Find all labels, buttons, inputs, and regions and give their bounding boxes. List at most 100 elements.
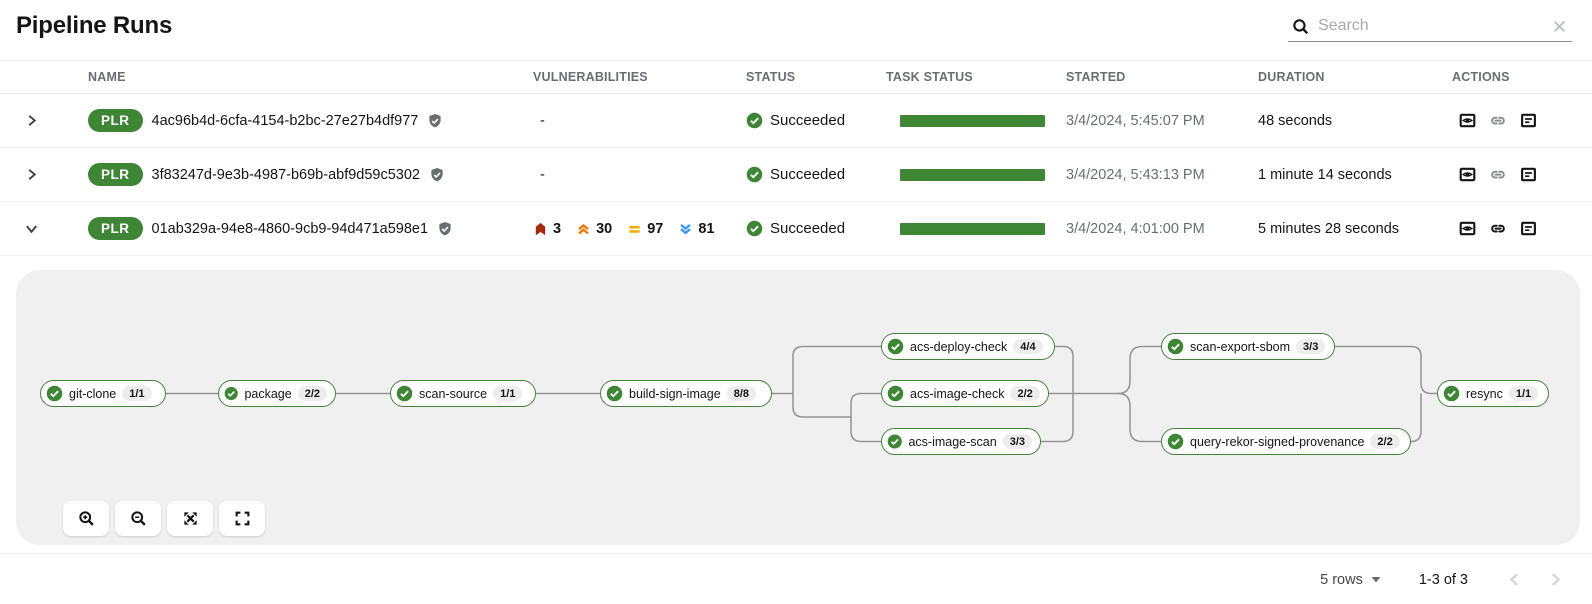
task-success-icon xyxy=(46,385,63,402)
low-count: 81 xyxy=(698,220,715,237)
task-node-package[interactable]: package 2/2 xyxy=(218,380,336,407)
view-output-button[interactable] xyxy=(1459,112,1476,129)
page-header: Pipeline Runs xyxy=(0,0,1592,60)
task-node-resync[interactable]: resync 1/1 xyxy=(1437,380,1549,407)
search-input[interactable] xyxy=(1318,17,1542,35)
medium-count: 97 xyxy=(647,220,664,237)
task-node-acs-deploy-check[interactable]: acs-deploy-check 4/4 xyxy=(881,333,1055,360)
success-icon xyxy=(746,166,763,183)
task-node-git-clone[interactable]: git-clone 1/1 xyxy=(40,380,166,407)
task-node-acs-image-check[interactable]: acs-image-check 2/2 xyxy=(881,380,1049,407)
task-count-badge: 3/3 xyxy=(1002,434,1032,449)
table-row: PLR 4ac96b4d-6cfa-4154-b2bc-27e27b4df977… xyxy=(0,94,1592,148)
task-node-acs-image-scan[interactable]: acs-image-scan 3/3 xyxy=(881,428,1041,455)
pipeline-run-name[interactable]: 01ab329a-94e8-4860-9cb9-94d471a598e1 xyxy=(151,220,429,237)
column-header-status: STATUS xyxy=(746,70,796,84)
plr-badge: PLR xyxy=(88,109,143,132)
critical-count: 3 xyxy=(553,220,562,237)
started-timestamp: 3/4/2024, 5:43:13 PM xyxy=(1066,166,1205,183)
expand-arrows-icon xyxy=(182,511,198,526)
status-label: Succeeded xyxy=(770,220,846,237)
task-count-badge: 1/1 xyxy=(1508,386,1539,401)
search-clear-button[interactable] xyxy=(1551,18,1568,35)
task-success-icon xyxy=(606,385,623,402)
chevron-right-icon xyxy=(1551,573,1560,586)
started-timestamp: 3/4/2024, 5:45:07 PM xyxy=(1066,112,1205,129)
sbom-link-button[interactable] xyxy=(1489,166,1507,183)
task-node-query-rekor-signed-provenance[interactable]: query-rekor-signed-provenance 2/2 xyxy=(1161,428,1411,455)
task-count-badge: 8/8 xyxy=(726,386,757,401)
output-eye-icon xyxy=(1459,113,1476,128)
task-name: acs-image-check xyxy=(910,386,1005,401)
task-count-badge: 2/2 xyxy=(1370,434,1400,449)
high-count: 30 xyxy=(596,220,613,237)
task-count-badge: 3/3 xyxy=(1296,339,1326,354)
chevron-right-icon xyxy=(28,168,36,181)
collapse-toggle-button[interactable] xyxy=(24,221,39,236)
caret-down-icon xyxy=(1371,576,1381,582)
task-status-bar xyxy=(900,168,1045,181)
task-count-badge: 2/2 xyxy=(1010,386,1040,401)
duration-value: 5 minutes 28 seconds xyxy=(1258,220,1400,237)
vulnerabilities-empty: - xyxy=(540,166,545,183)
pagination-bar: 5 rows 1-3 of 3 xyxy=(0,554,1592,604)
task-success-icon xyxy=(1167,338,1184,355)
pagination-range: 1-3 of 3 xyxy=(1418,571,1468,588)
task-node-build-sign-image[interactable]: build-sign-image 8/8 xyxy=(600,380,772,407)
fullscreen-button[interactable] xyxy=(219,501,265,536)
pipeline-edges xyxy=(166,345,1437,443)
pipeline-run-name[interactable]: 3f83247d-9e3b-4987-b69b-abf9d59c5302 xyxy=(151,166,420,183)
rows-per-page-label: 5 rows xyxy=(1320,571,1363,588)
vulnerabilities-summary: 3 30 97 81 xyxy=(533,221,746,237)
success-icon xyxy=(746,112,763,129)
high-severity-icon xyxy=(577,223,590,235)
expand-toggle-button[interactable] xyxy=(24,167,39,182)
view-logs-button[interactable] xyxy=(1520,220,1537,237)
task-count-badge: 1/1 xyxy=(122,386,152,401)
sbom-link-button[interactable] xyxy=(1489,112,1507,129)
view-output-button[interactable] xyxy=(1459,220,1476,237)
task-count-badge: 2/2 xyxy=(297,386,327,401)
pipeline-topology-panel: git-clone 1/1 package 2/2 scan-source 1/… xyxy=(16,270,1580,545)
plr-badge: PLR xyxy=(88,217,143,240)
task-name: package xyxy=(244,386,292,401)
task-name: acs-deploy-check xyxy=(910,339,1008,354)
started-timestamp: 3/4/2024, 4:01:00 PM xyxy=(1066,220,1205,237)
column-header-actions: ACTIONS xyxy=(1452,70,1510,84)
view-logs-button[interactable] xyxy=(1520,112,1537,129)
view-output-button[interactable] xyxy=(1459,166,1476,183)
duration-value: 48 seconds xyxy=(1258,112,1333,129)
medium-severity-icon xyxy=(629,225,640,233)
column-header-started: STARTED xyxy=(1066,70,1126,84)
previous-page-button[interactable] xyxy=(1506,571,1523,588)
pipeline-run-name[interactable]: 4ac96b4d-6cfa-4154-b2bc-27e27b4df977 xyxy=(151,112,419,129)
table-row: PLR 01ab329a-94e8-4860-9cb9-94d471a598e1… xyxy=(0,202,1592,256)
duration-value: 1 minute 14 seconds xyxy=(1258,166,1392,183)
task-node-scan-export-sbom[interactable]: scan-export-sbom 3/3 xyxy=(1161,333,1335,360)
view-logs-button[interactable] xyxy=(1520,166,1537,183)
task-node-scan-source[interactable]: scan-source 1/1 xyxy=(390,380,536,407)
table-header-row: NAME VULNERABILITIES STATUS TASK STATUS … xyxy=(0,60,1592,94)
fit-to-screen-button[interactable] xyxy=(167,501,213,536)
zoom-in-button[interactable] xyxy=(63,501,109,536)
plr-badge: PLR xyxy=(88,163,143,186)
expand-toggle-button[interactable] xyxy=(24,113,39,128)
zoom-out-button[interactable] xyxy=(115,501,161,536)
column-header-vulnerabilities: VULNERABILITIES xyxy=(533,70,648,84)
close-icon xyxy=(1553,20,1566,32)
success-icon xyxy=(746,220,763,237)
status-label: Succeeded xyxy=(770,112,846,129)
signed-shield-icon xyxy=(438,220,452,236)
rows-per-page-select[interactable]: 5 rows xyxy=(1320,572,1381,588)
chevron-down-icon xyxy=(25,225,38,233)
graph-controls xyxy=(63,501,265,536)
next-page-button[interactable] xyxy=(1547,571,1564,588)
task-count-badge: 1/1 xyxy=(493,386,523,401)
task-name: build-sign-image xyxy=(629,386,721,401)
task-status-bar xyxy=(900,114,1045,127)
task-success-icon xyxy=(396,385,413,402)
sbom-link-button[interactable] xyxy=(1489,220,1507,237)
task-name: scan-export-sbom xyxy=(1190,339,1291,354)
table-row: PLR 3f83247d-9e3b-4987-b69b-abf9d59c5302… xyxy=(0,148,1592,202)
column-header-duration: DURATION xyxy=(1258,70,1325,84)
